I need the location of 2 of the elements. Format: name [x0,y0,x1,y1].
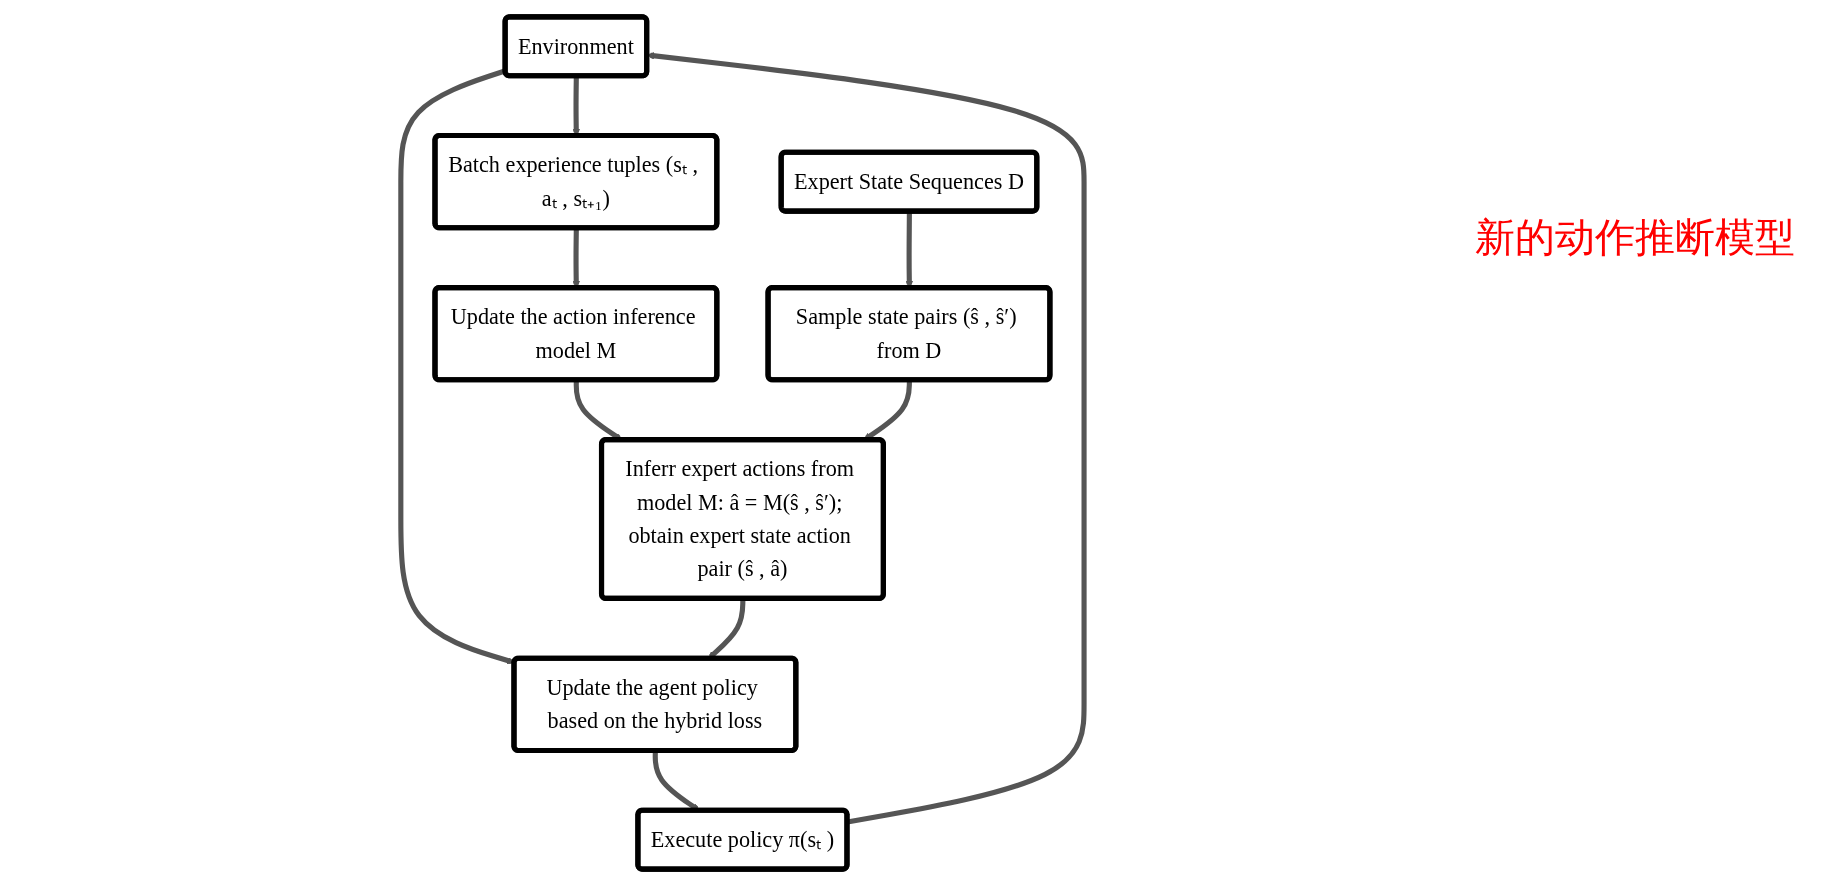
annotation-text: 新的动作推断模型 [1475,214,1795,262]
arrow [398,68,515,665]
